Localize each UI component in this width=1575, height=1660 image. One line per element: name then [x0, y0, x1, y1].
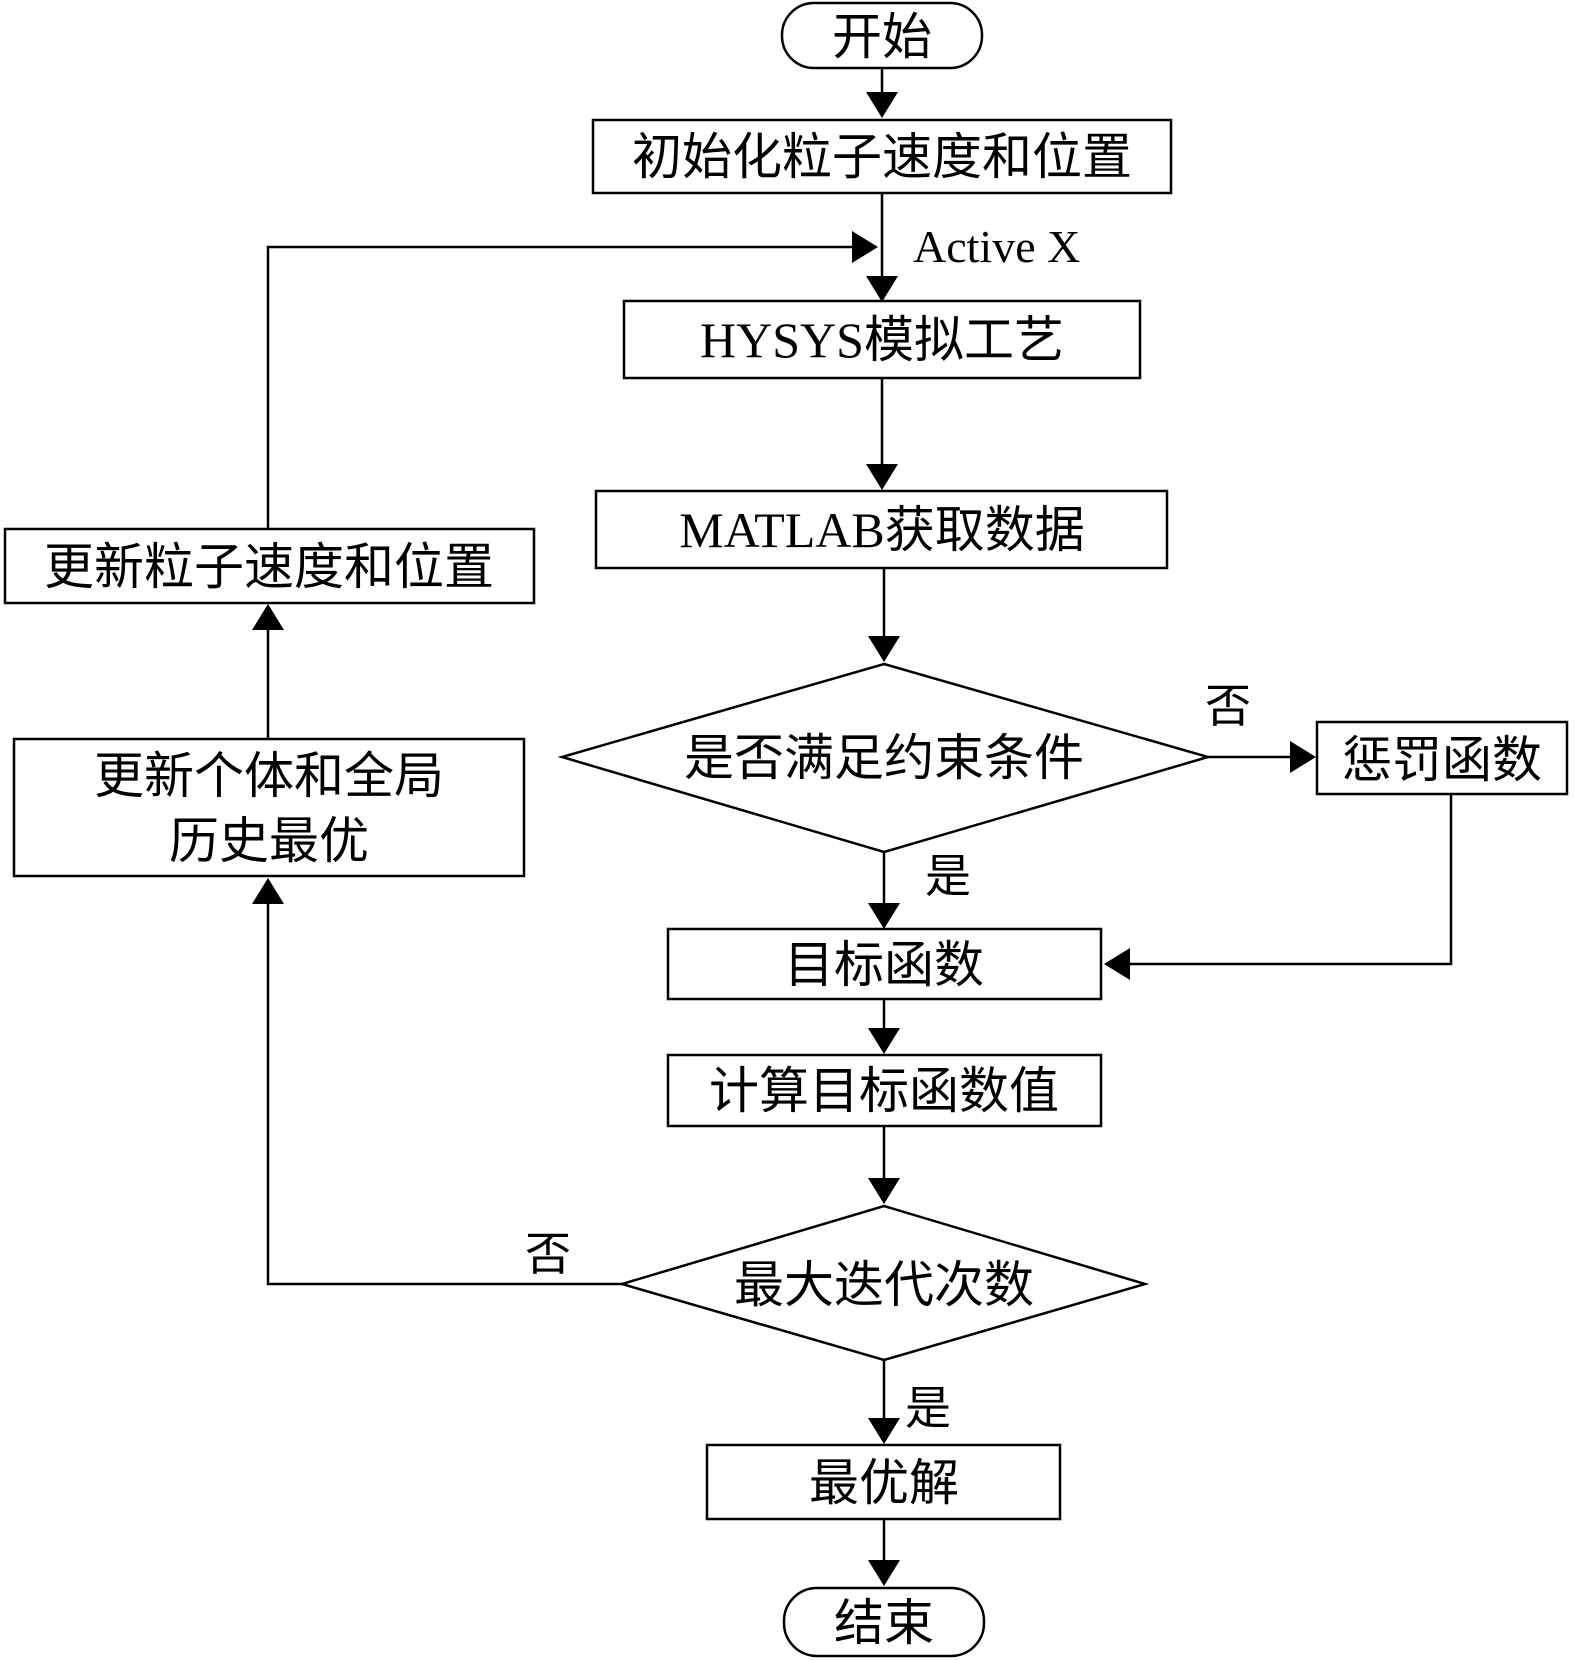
compute-node: 计算目标函数值 — [666, 1053, 1103, 1128]
end-node: 结束 — [782, 1586, 986, 1658]
start-node: 开始 — [780, 1, 984, 70]
edge-init-hysys — [866, 193, 898, 302]
constraint-yes-label: 是 — [925, 849, 971, 903]
edge-maxiter-updatebest — [252, 878, 622, 1286]
matlab-node: MATLAB获取数据 — [594, 489, 1169, 570]
update-pos-node: 更新粒子速度和位置 — [3, 527, 536, 605]
update-best-label-line1: 更新个体和全局 — [94, 747, 444, 805]
optimal-label: 最优解 — [809, 1454, 959, 1512]
edge-constraint-penalty — [1208, 741, 1316, 773]
max-iter-label: 最大迭代次数 — [734, 1256, 1034, 1314]
update-best-label-line2: 历史最优 — [169, 812, 369, 870]
edge-matlab-constraint — [868, 568, 900, 662]
update-best-node: 更新个体和全局 历史最优 — [12, 737, 526, 878]
hysys-label: HYSYS模拟工艺 — [700, 312, 1064, 368]
edge-constraint-objective — [868, 852, 900, 929]
constraint-label: 是否满足约束条件 — [684, 729, 1084, 787]
objective-label: 目标函数 — [784, 936, 984, 994]
edge-updatebest-updatepos — [252, 604, 284, 738]
edge-start-init — [866, 68, 898, 118]
penalty-node: 惩罚函数 — [1315, 720, 1569, 796]
edge-updatepos-loop — [266, 231, 878, 530]
init-label: 初始化粒子速度和位置 — [632, 128, 1132, 186]
start-label: 开始 — [832, 8, 932, 66]
edge-hysys-matlab — [866, 378, 898, 490]
objective-node: 目标函数 — [666, 927, 1103, 1001]
constraint-decision: 是否满足约束条件 — [557, 662, 1213, 854]
edge-penalty-objective — [1104, 794, 1453, 980]
edge-objective-compute — [868, 999, 900, 1054]
max-iter-decision: 最大迭代次数 — [617, 1204, 1150, 1362]
edge-maxiter-optimal — [868, 1360, 900, 1444]
hysys-node: HYSYS模拟工艺 — [622, 299, 1142, 380]
edge-optimal-end — [868, 1519, 900, 1586]
penalty-label: 惩罚函数 — [1342, 731, 1542, 789]
iter-no-label: 否 — [525, 1227, 571, 1281]
matlab-label: MATLAB获取数据 — [679, 502, 1085, 558]
constraint-no-label: 否 — [1205, 679, 1251, 733]
iter-yes-label: 是 — [905, 1381, 951, 1435]
activex-label: Active X — [913, 221, 1080, 272]
connectors — [252, 68, 1453, 1586]
end-label: 结束 — [834, 1594, 934, 1652]
edge-compute-maxiter — [868, 1126, 900, 1204]
update-pos-label: 更新粒子速度和位置 — [44, 538, 494, 596]
compute-label: 计算目标函数值 — [709, 1062, 1059, 1120]
init-node: 初始化粒子速度和位置 — [591, 118, 1173, 195]
optimal-node: 最优解 — [705, 1443, 1062, 1521]
